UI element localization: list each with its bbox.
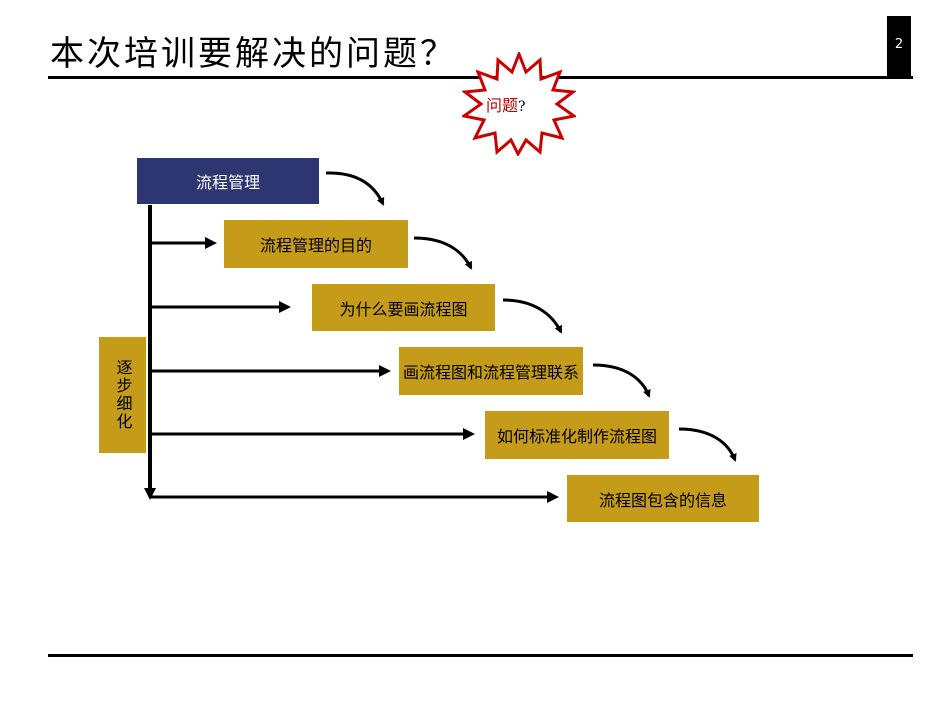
- curve-arrow-3: [502, 298, 563, 334]
- curve-arrow-1: [325, 171, 385, 206]
- page-number: 2: [887, 16, 911, 79]
- step-box-2: 为什么要画流程图: [312, 284, 495, 331]
- slide-title: 本次培训要解决的问题？: [50, 34, 457, 74]
- step-box-1: 流程管理的目的: [224, 220, 408, 268]
- step-box-5: 流程图包含的信息: [567, 475, 759, 522]
- starburst-label-text: 问题: [486, 96, 519, 115]
- side-label-box: 逐步细化: [99, 337, 146, 453]
- root-box: 流程管理: [137, 158, 319, 204]
- curve-arrow-2: [413, 236, 473, 270]
- footer-rule: [48, 654, 913, 657]
- curve-arrow-4: [592, 363, 651, 398]
- starburst-question-mark: ?: [518, 99, 526, 115]
- trunk-arrowhead: [144, 488, 156, 500]
- curve-arrow-5: [678, 427, 737, 462]
- starburst-callout-shape: [462, 52, 576, 156]
- step-box-4: 如何标准化制作流程图: [485, 411, 669, 459]
- step-box-3: 画流程图和流程管理联系: [399, 347, 583, 395]
- starburst-label: 问题?: [486, 92, 526, 116]
